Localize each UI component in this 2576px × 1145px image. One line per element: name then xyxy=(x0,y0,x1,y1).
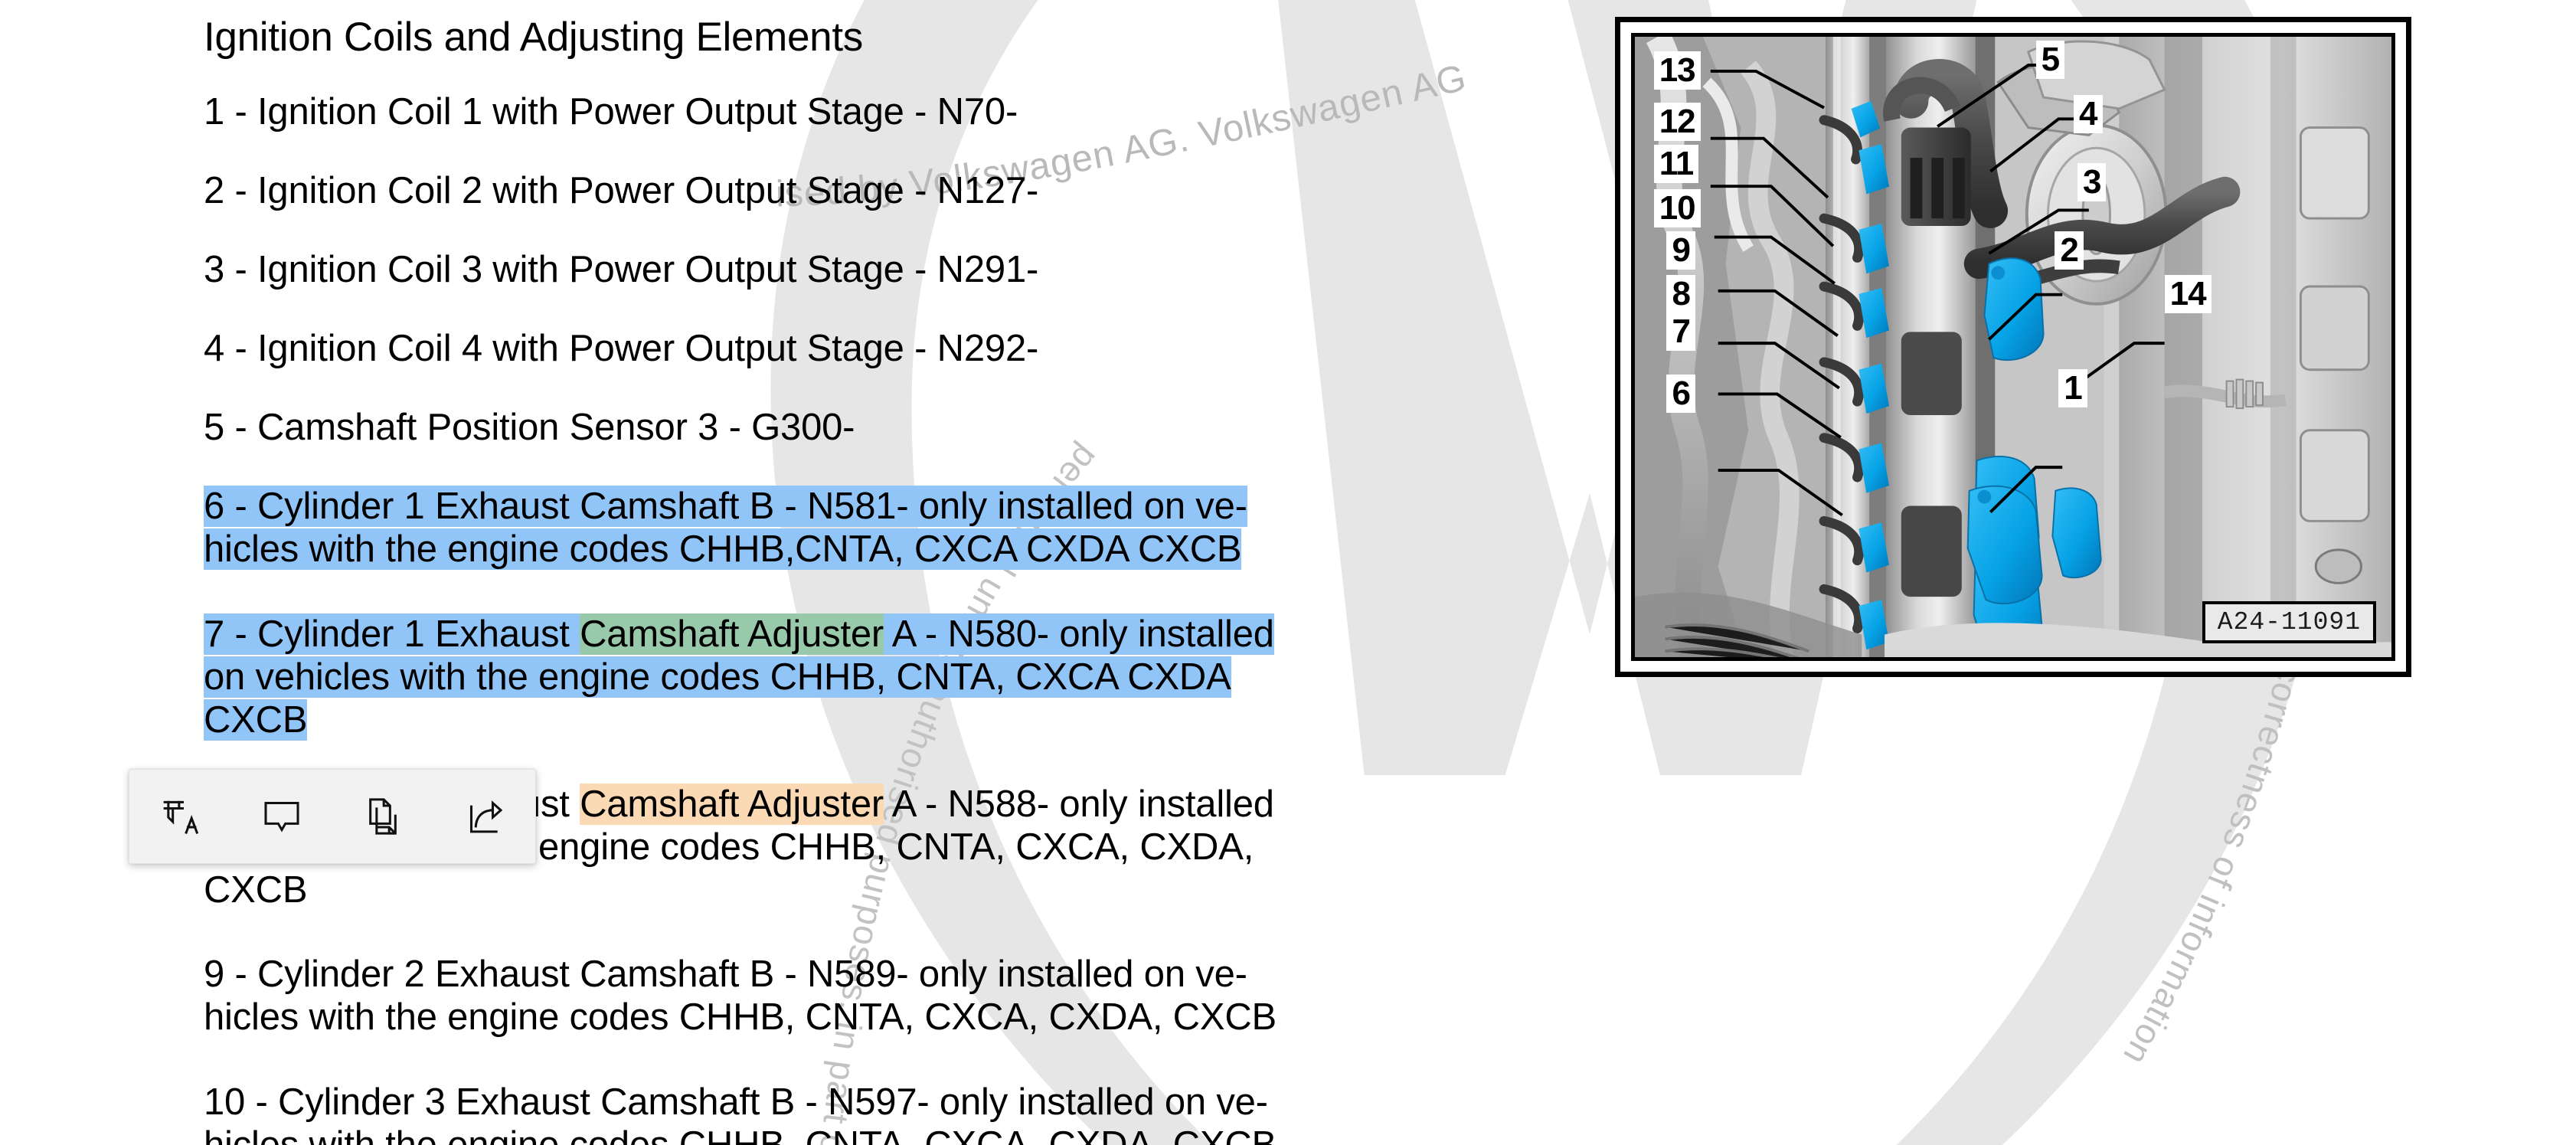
engine-figure-frame: 13 5 4 12 11 3 10 9 2 8 14 7 6 1 xyxy=(1631,33,2395,661)
share-button[interactable] xyxy=(449,781,520,852)
list-item-8-line-3: CXCB xyxy=(204,869,308,911)
list-item-1-line-1: 1 - Ignition Coil 1 with Power Output St… xyxy=(204,91,1018,132)
figure-callout-7: 7 xyxy=(1666,312,1695,351)
list-item-7-line-3: CXCB xyxy=(204,698,1544,741)
list-item-6-line-1: 6 - Cylinder 1 Exhaust Camshaft B - N581… xyxy=(204,485,1544,528)
list-item-2: 2 - Ignition Coil 2 with Power Output St… xyxy=(204,169,1544,212)
figure-callout-8: 8 xyxy=(1666,275,1695,314)
list-item-9-line-1: 9 - Cylinder 2 Exhaust Camshaft B - N589… xyxy=(204,954,1247,995)
list-item-3-line-1: 3 - Ignition Coil 3 with Power Output St… xyxy=(204,249,1039,290)
selection-highlight: 6 - Cylinder 1 Exhaust Camshaft B - N581… xyxy=(204,486,1247,527)
figure-callout-3: 3 xyxy=(2077,163,2107,202)
highlight-text-icon xyxy=(159,795,201,838)
figure-callout-6: 6 xyxy=(1666,374,1695,413)
figure-callout-5: 5 xyxy=(2035,40,2065,79)
list-item-8-text-b: A - N588- only installed xyxy=(884,784,1274,825)
figure-callout-4: 4 xyxy=(2074,95,2103,134)
figure-callout-2: 2 xyxy=(2055,231,2084,270)
list-item-10: 10 - Cylinder 3 Exhaust Camshaft B - N59… xyxy=(204,1081,1544,1145)
figure-callout-12: 12 xyxy=(1653,102,1701,141)
selection-highlight: on vehicles with the engine codes CHHB, … xyxy=(204,656,1231,698)
list-item-10-line-2: hicles with the engine codes CHHB, CNTA,… xyxy=(204,1124,1277,1145)
add-comment-button[interactable] xyxy=(247,781,317,852)
list-item-9: 9 - Cylinder 2 Exhaust Camshaft B - N589… xyxy=(204,953,1544,1039)
list-item-6[interactable]: 6 - Cylinder 1 Exhaust Camshaft B - N581… xyxy=(204,485,1544,571)
list-item-5-line-1: 5 - Camshaft Position Sensor 3 - G300- xyxy=(204,407,855,448)
selection-highlight: CXCB xyxy=(204,699,308,741)
copy-button[interactable] xyxy=(348,781,418,852)
list-item-7[interactable]: 7 - Cylinder 1 Exhaust Camshaft Adjuster… xyxy=(204,613,1544,741)
green-highlight: Camshaft Adjuster xyxy=(580,613,884,655)
orange-highlight: Camshaft Adjuster xyxy=(580,784,884,825)
figure-callout-10: 10 xyxy=(1653,189,1701,228)
list-item-8-line2-visible: the engine codes CHHB, CNTA, CXCA, CXDA, xyxy=(466,826,1254,868)
comment-bubble-icon xyxy=(260,795,303,838)
list-item-6-line-2: hicles with the engine codes CHHB,CNTA, … xyxy=(204,528,1544,571)
list-item-5: 5 - Camshaft Position Sensor 3 - G300- xyxy=(204,406,1544,449)
list-item-4: 4 - Ignition Coil 4 with Power Output St… xyxy=(204,327,1544,370)
selection-highlight: 7 - Cylinder 1 Exhaust Camshaft Adjuster… xyxy=(204,613,1274,655)
engine-bay-photo xyxy=(1635,37,2391,657)
figure-callout-11: 11 xyxy=(1653,144,1699,183)
list-item-4-line-1: 4 - Ignition Coil 4 with Power Output St… xyxy=(204,328,1039,369)
list-item-2-line-1: 2 - Ignition Coil 2 with Power Output St… xyxy=(204,170,1039,211)
engine-figure: 13 5 4 12 11 3 10 9 2 8 14 7 6 1 xyxy=(1615,17,2411,677)
list-item-7-line-2: on vehicles with the engine codes CHHB, … xyxy=(204,656,1544,698)
list-item-9-line-2: hicles with the engine codes CHHB, CNTA,… xyxy=(204,996,1277,1038)
list-item-10-line-1: 10 - Cylinder 3 Exhaust Camshaft B - N59… xyxy=(204,1081,1268,1123)
share-arrow-icon xyxy=(463,795,506,838)
figure-id-label: A24-11091 xyxy=(2202,601,2376,643)
selection-toolbar[interactable] xyxy=(129,769,536,864)
copy-pages-icon xyxy=(361,795,404,838)
list-item-7-text-a: 7 - Cylinder 1 Exhaust xyxy=(204,613,580,655)
list-item-3: 3 - Ignition Coil 3 with Power Output St… xyxy=(204,248,1544,291)
list-item-1: 1 - Ignition Coil 1 with Power Output St… xyxy=(204,90,1544,133)
selection-highlight: hicles with the engine codes CHHB,CNTA, … xyxy=(204,528,1242,570)
list-item-7-text-b: A - N580- only installed xyxy=(884,613,1274,655)
list-item-7-line-1: 7 - Cylinder 1 Exhaust Camshaft Adjuster… xyxy=(204,613,1544,656)
figure-callout-14: 14 xyxy=(2164,275,2212,314)
page-title: Ignition Coils and Adjusting Elements xyxy=(204,15,863,60)
figure-callout-13: 13 xyxy=(1653,51,1701,90)
figure-callout-1: 1 xyxy=(2058,369,2087,408)
figure-callout-9: 9 xyxy=(1666,231,1695,270)
highlight-text-button[interactable] xyxy=(145,781,215,852)
